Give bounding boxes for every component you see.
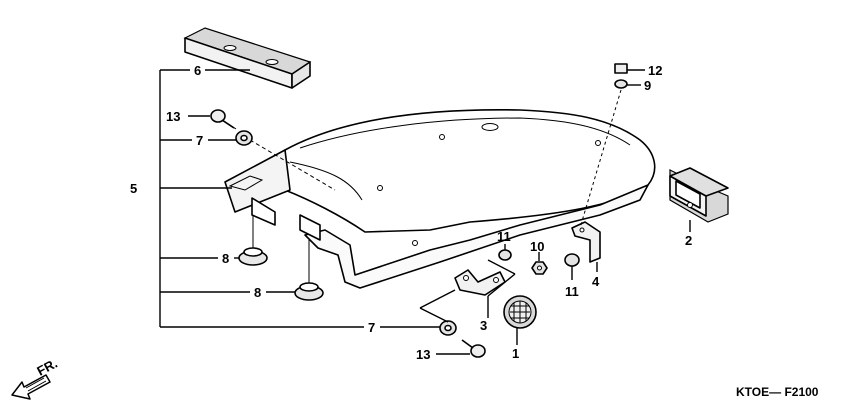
- diagram-code: KTOE— F2100: [736, 385, 819, 399]
- grommet-part: [234, 215, 268, 266]
- callout-label: 3: [480, 318, 487, 333]
- callout-label: 5: [130, 181, 137, 196]
- callout-label: 8: [254, 285, 261, 300]
- callout-label: 6: [194, 63, 201, 78]
- bolt-part: [614, 63, 645, 74]
- rubber-pad-part: [183, 27, 312, 89]
- washer-part: [208, 130, 253, 146]
- callout-bracket: [159, 69, 364, 328]
- rear-fender-part: [160, 108, 656, 289]
- callout-label: 12: [648, 63, 662, 78]
- callout-label: 7: [196, 133, 203, 148]
- callout-label: 4: [592, 274, 600, 289]
- bolt-part: [188, 109, 237, 130]
- bolt-part: [436, 339, 486, 358]
- callout-label: 11: [565, 284, 579, 299]
- washer-part: [380, 320, 457, 336]
- callout-label: 1: [512, 346, 519, 361]
- reflector-bracket-part: [419, 259, 516, 323]
- grommet-part: [266, 240, 324, 301]
- callout-label: 9: [644, 78, 651, 93]
- front-marker-label: FR.: [34, 356, 60, 379]
- callout-label: 10: [530, 239, 544, 254]
- callout-label: 7: [368, 320, 375, 335]
- callout-label: 13: [166, 109, 180, 124]
- nut-part: [531, 252, 548, 275]
- rear-reflector-part: [503, 295, 537, 345]
- callout-label: 8: [222, 251, 229, 266]
- callout-label: 13: [416, 347, 430, 362]
- nut-part: [498, 244, 512, 261]
- nut-part: [564, 253, 580, 280]
- side-reflector-part: [669, 167, 729, 232]
- front-direction-arrow-icon: [11, 374, 51, 400]
- callout-label: 11: [497, 229, 511, 244]
- callout-label: 2: [685, 233, 692, 248]
- license-bracket-part: [571, 89, 622, 272]
- washer-part: [614, 79, 641, 89]
